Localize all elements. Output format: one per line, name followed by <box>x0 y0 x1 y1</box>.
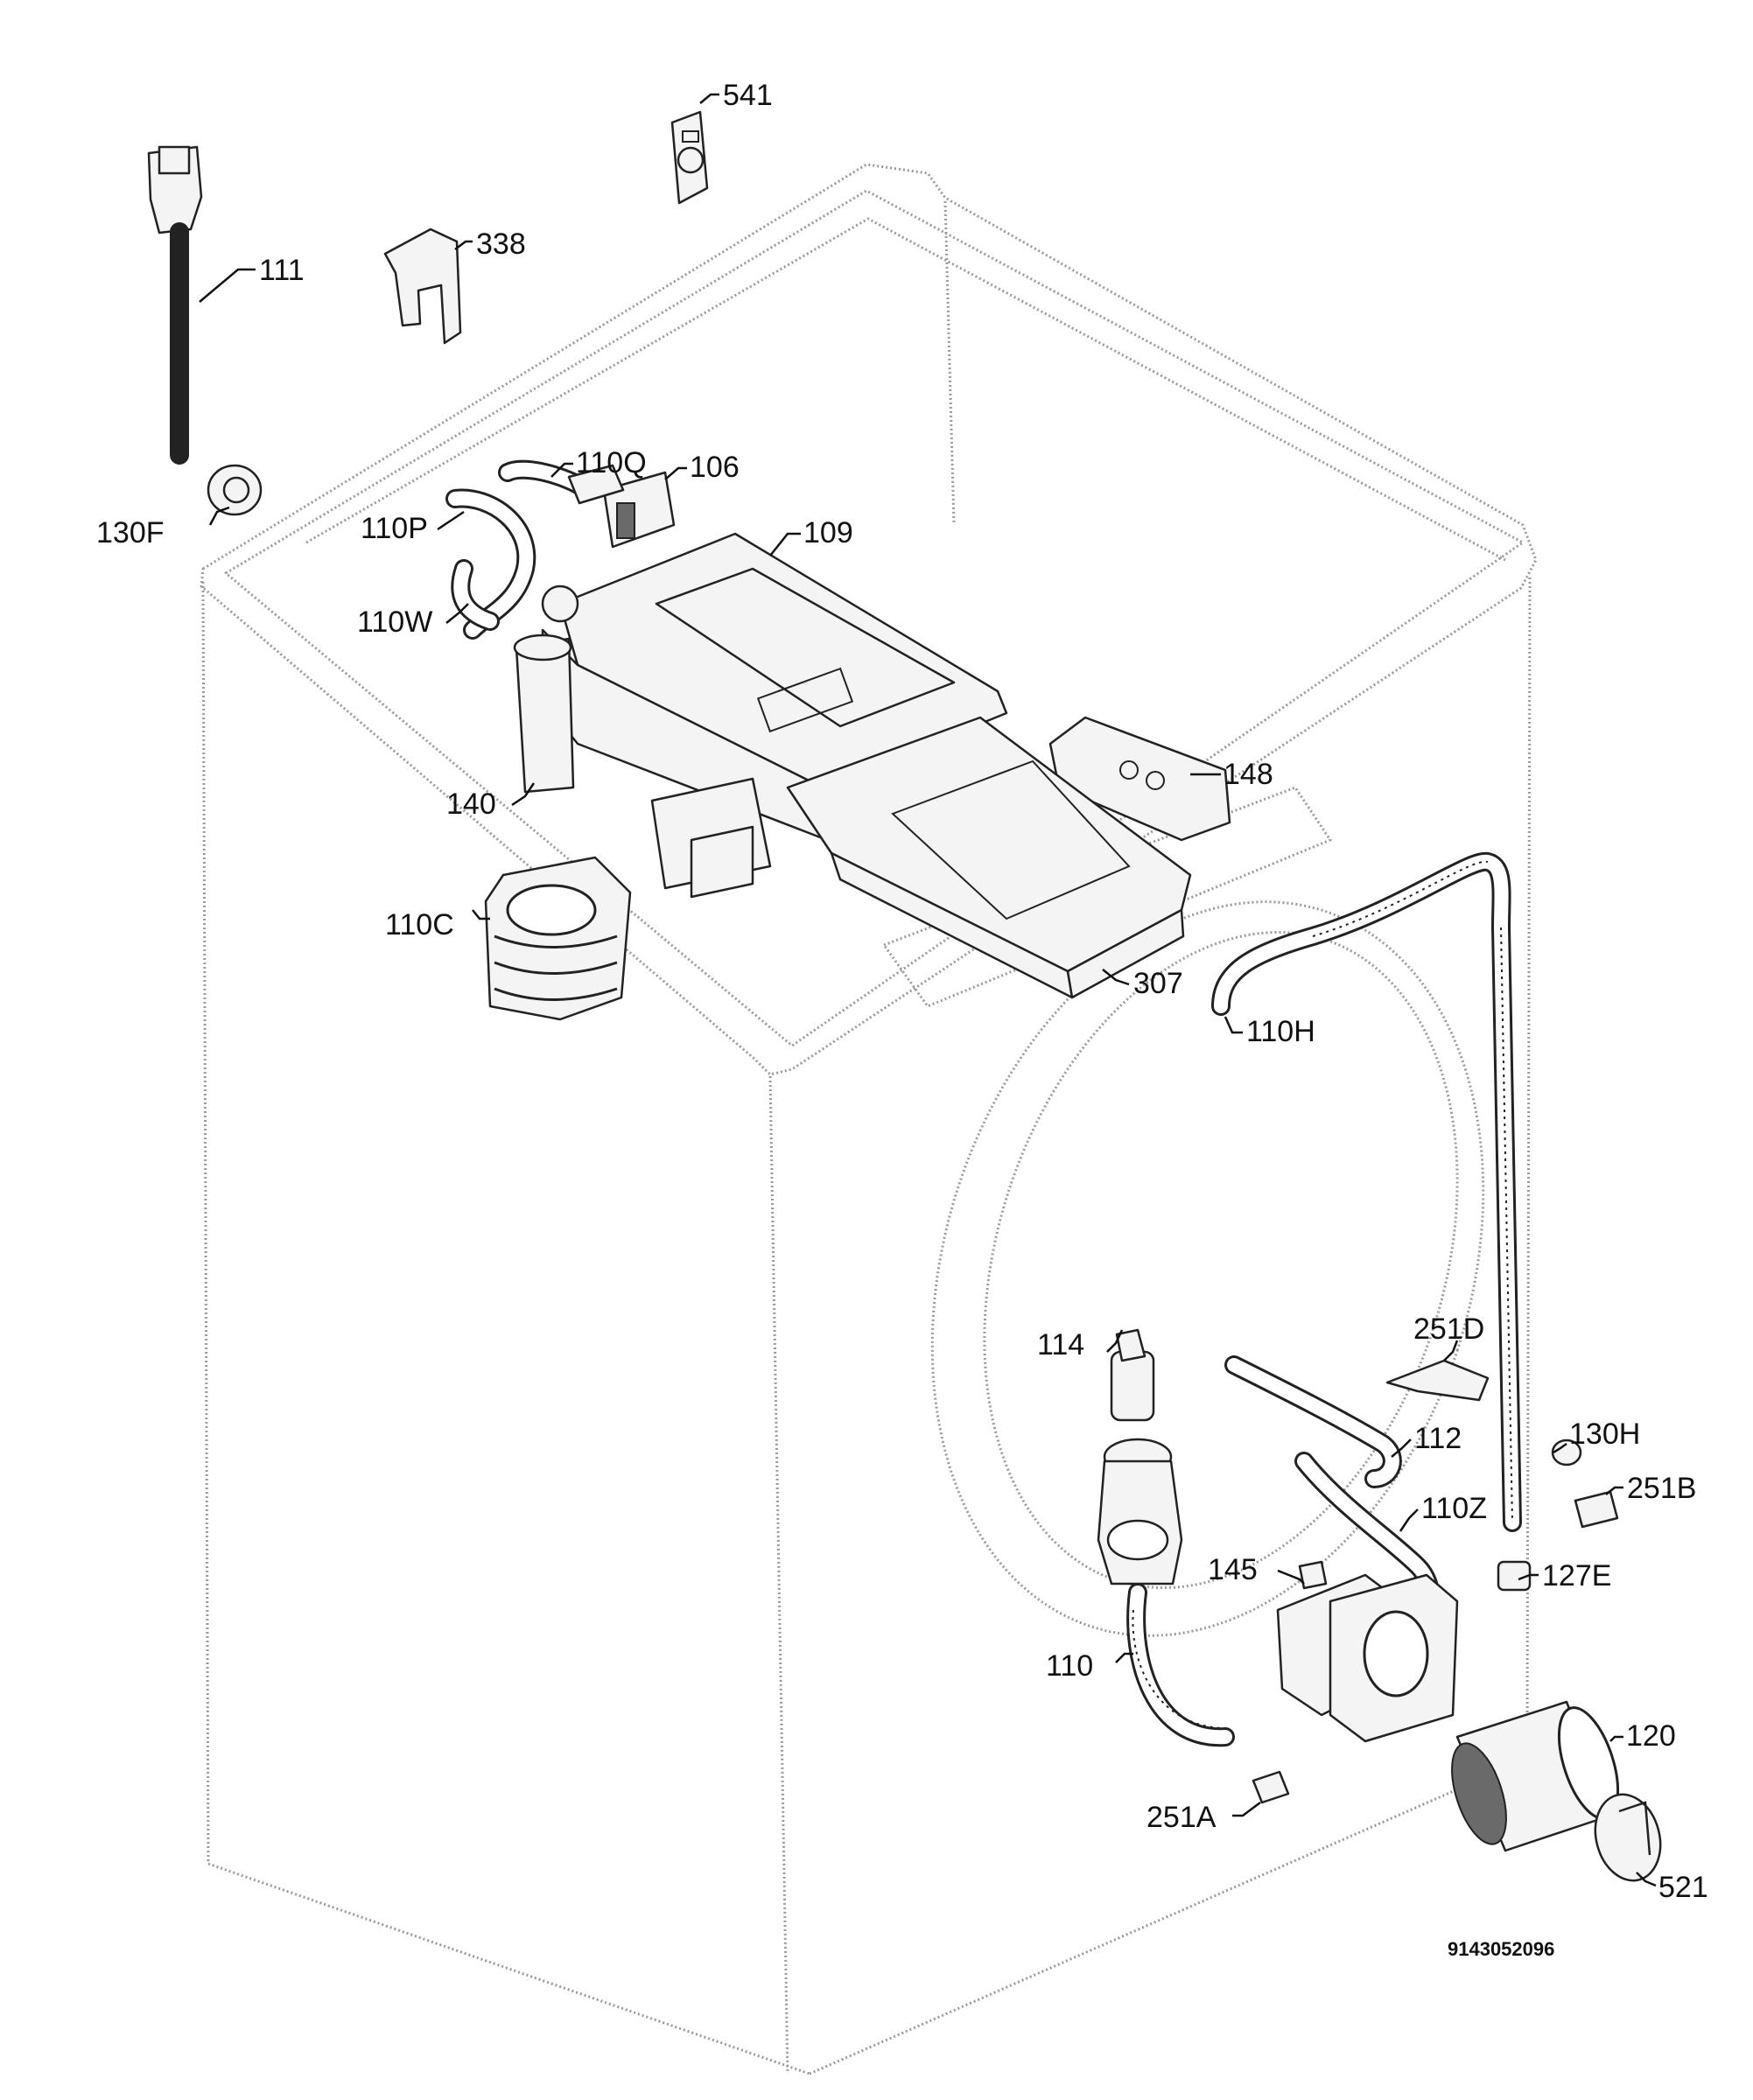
part-130H-nut <box>1551 1438 1582 1466</box>
cabinet-outline <box>200 163 1538 2076</box>
document-number: 9143052096 <box>1448 1938 1554 1960</box>
label-112: 112 <box>1414 1422 1462 1455</box>
label-110Z: 110Z <box>1421 1492 1487 1525</box>
part-114-pressure-switch <box>1110 1328 1155 1422</box>
label-109: 109 <box>803 516 853 550</box>
label-120: 120 <box>1626 1719 1676 1753</box>
part-251A-clip <box>1252 1770 1290 1804</box>
label-145: 145 <box>1208 1553 1258 1586</box>
label-307: 307 <box>1133 967 1183 1000</box>
leader-lines <box>199 93 1657 1887</box>
label-251A: 251A <box>1146 1801 1217 1834</box>
label-114: 114 <box>1037 1328 1084 1362</box>
part-541-bracket <box>670 110 709 205</box>
label-127E: 127E <box>1542 1559 1611 1592</box>
label-110H: 110H <box>1246 1015 1315 1048</box>
part-111-inlet-hose <box>147 145 203 465</box>
part-251B-clip <box>1574 1490 1619 1529</box>
label-148: 148 <box>1224 758 1273 791</box>
label-110: 110 <box>1046 1649 1093 1683</box>
part-106-valve <box>567 464 676 549</box>
label-251D: 251D <box>1413 1312 1484 1346</box>
part-110C-bellows <box>484 856 632 1021</box>
part-140-outlet <box>650 777 772 899</box>
label-106: 106 <box>690 451 740 484</box>
label-140: 140 <box>446 788 496 821</box>
label-110Q: 110Q <box>576 446 647 480</box>
label-251B: 251B <box>1627 1472 1696 1505</box>
part-307-drawer <box>786 716 1192 999</box>
label-110C: 110C <box>385 908 454 942</box>
label-130F: 130F <box>96 516 165 550</box>
part-110H-hose <box>1211 851 1522 1532</box>
part-110-sump-hose <box>1097 1438 1235 1747</box>
part-338-clip <box>383 228 462 345</box>
label-521: 521 <box>1658 1871 1708 1904</box>
label-130H: 130H <box>1569 1418 1640 1451</box>
part-521-cap <box>1594 1793 1662 1882</box>
part-labels: 541 338 111 130F 110Q 106 109 110P 110W … <box>96 79 1708 1960</box>
part-251D-clip <box>1385 1359 1490 1402</box>
label-338: 338 <box>476 228 526 261</box>
part-145-pump <box>1276 1560 1459 1743</box>
part-112-hose <box>1224 1355 1402 1488</box>
label-110W: 110W <box>357 606 432 639</box>
label-110P: 110P <box>361 512 428 545</box>
part-120-filter <box>1451 1700 1620 1852</box>
label-541: 541 <box>723 79 773 112</box>
label-111: 111 <box>259 254 305 287</box>
part-130F-nut <box>207 464 263 516</box>
part-109-dispenser-housing <box>513 532 1008 842</box>
